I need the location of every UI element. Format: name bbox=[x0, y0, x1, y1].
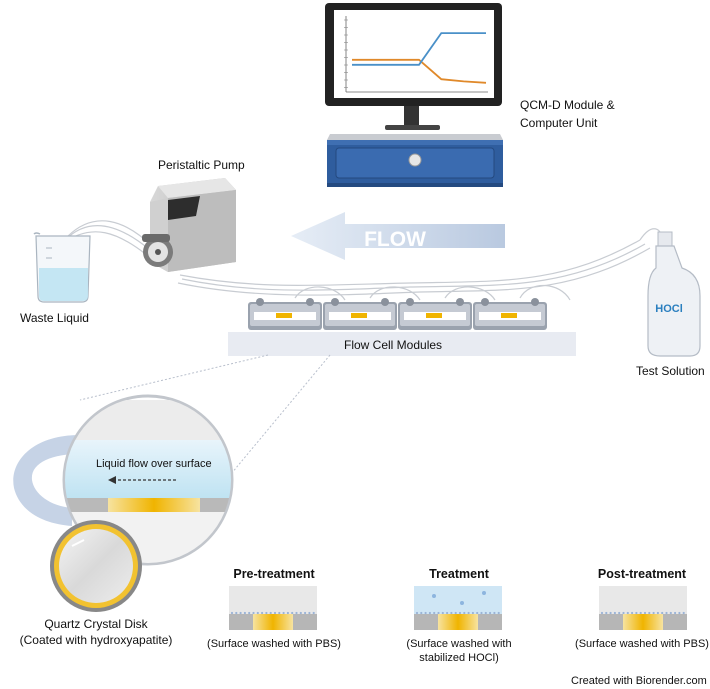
zoom-guide-line bbox=[225, 354, 331, 481]
crystal-label-line2: (Coated with hydroxyapatite) bbox=[19, 633, 173, 647]
waste-beaker bbox=[33, 232, 91, 303]
hocl-label: HOCl bbox=[655, 303, 683, 315]
stage-diagram bbox=[229, 586, 317, 630]
quartz-crystal-disk bbox=[50, 520, 142, 612]
credit-label: Created with Biorender.com bbox=[571, 675, 707, 687]
treatment-stages bbox=[229, 586, 687, 630]
stage-caption-treatment-1: (Surface washed with bbox=[406, 638, 512, 650]
stage-diagram bbox=[599, 586, 687, 630]
tubing bbox=[61, 220, 664, 301]
stage-diagram bbox=[414, 586, 502, 630]
monitor-series-line bbox=[352, 58, 487, 84]
test-solution-label: Test Solution bbox=[636, 364, 705, 378]
monitor-line-chart bbox=[344, 16, 488, 93]
peristaltic-pump bbox=[142, 178, 236, 272]
stage-title-pre: Pre-treatment bbox=[233, 567, 315, 581]
flow-cell-modules bbox=[228, 298, 576, 356]
monitor-series-line bbox=[352, 32, 486, 66]
stage-caption-post: (Surface washed with PBS) bbox=[575, 638, 709, 650]
flow-cell bbox=[323, 298, 397, 330]
qcmd-label-line1: QCM-D Module & bbox=[520, 98, 615, 112]
stage-title-post: Post-treatment bbox=[597, 567, 687, 581]
crystal-label-line1: Quartz Crystal Disk bbox=[44, 617, 148, 631]
waste-label: Waste Liquid bbox=[20, 311, 89, 325]
flow-cell bbox=[398, 298, 472, 330]
liquid-flow-label: Liquid flow over surface bbox=[96, 458, 212, 470]
hocl-bottle: HOCl bbox=[647, 231, 701, 357]
stage-title-treatment: Treatment bbox=[429, 567, 489, 581]
qcmd-label-line2: Computer Unit bbox=[520, 116, 598, 130]
flow-arrow: FLOW bbox=[291, 212, 505, 260]
zoom-guide-line bbox=[79, 354, 269, 401]
flow-cell bbox=[248, 298, 322, 330]
pump-label: Peristaltic Pump bbox=[158, 158, 245, 172]
flow-text: FLOW bbox=[364, 228, 426, 251]
flow-cell bbox=[473, 298, 547, 330]
stage-caption-treatment-2: stabilized HOCl) bbox=[419, 652, 499, 664]
flow-cells-label: Flow Cell Modules bbox=[344, 338, 443, 352]
stage-caption-pre: (Surface washed with PBS) bbox=[207, 638, 341, 650]
monitor bbox=[325, 3, 502, 130]
qcmd-module bbox=[327, 134, 503, 187]
